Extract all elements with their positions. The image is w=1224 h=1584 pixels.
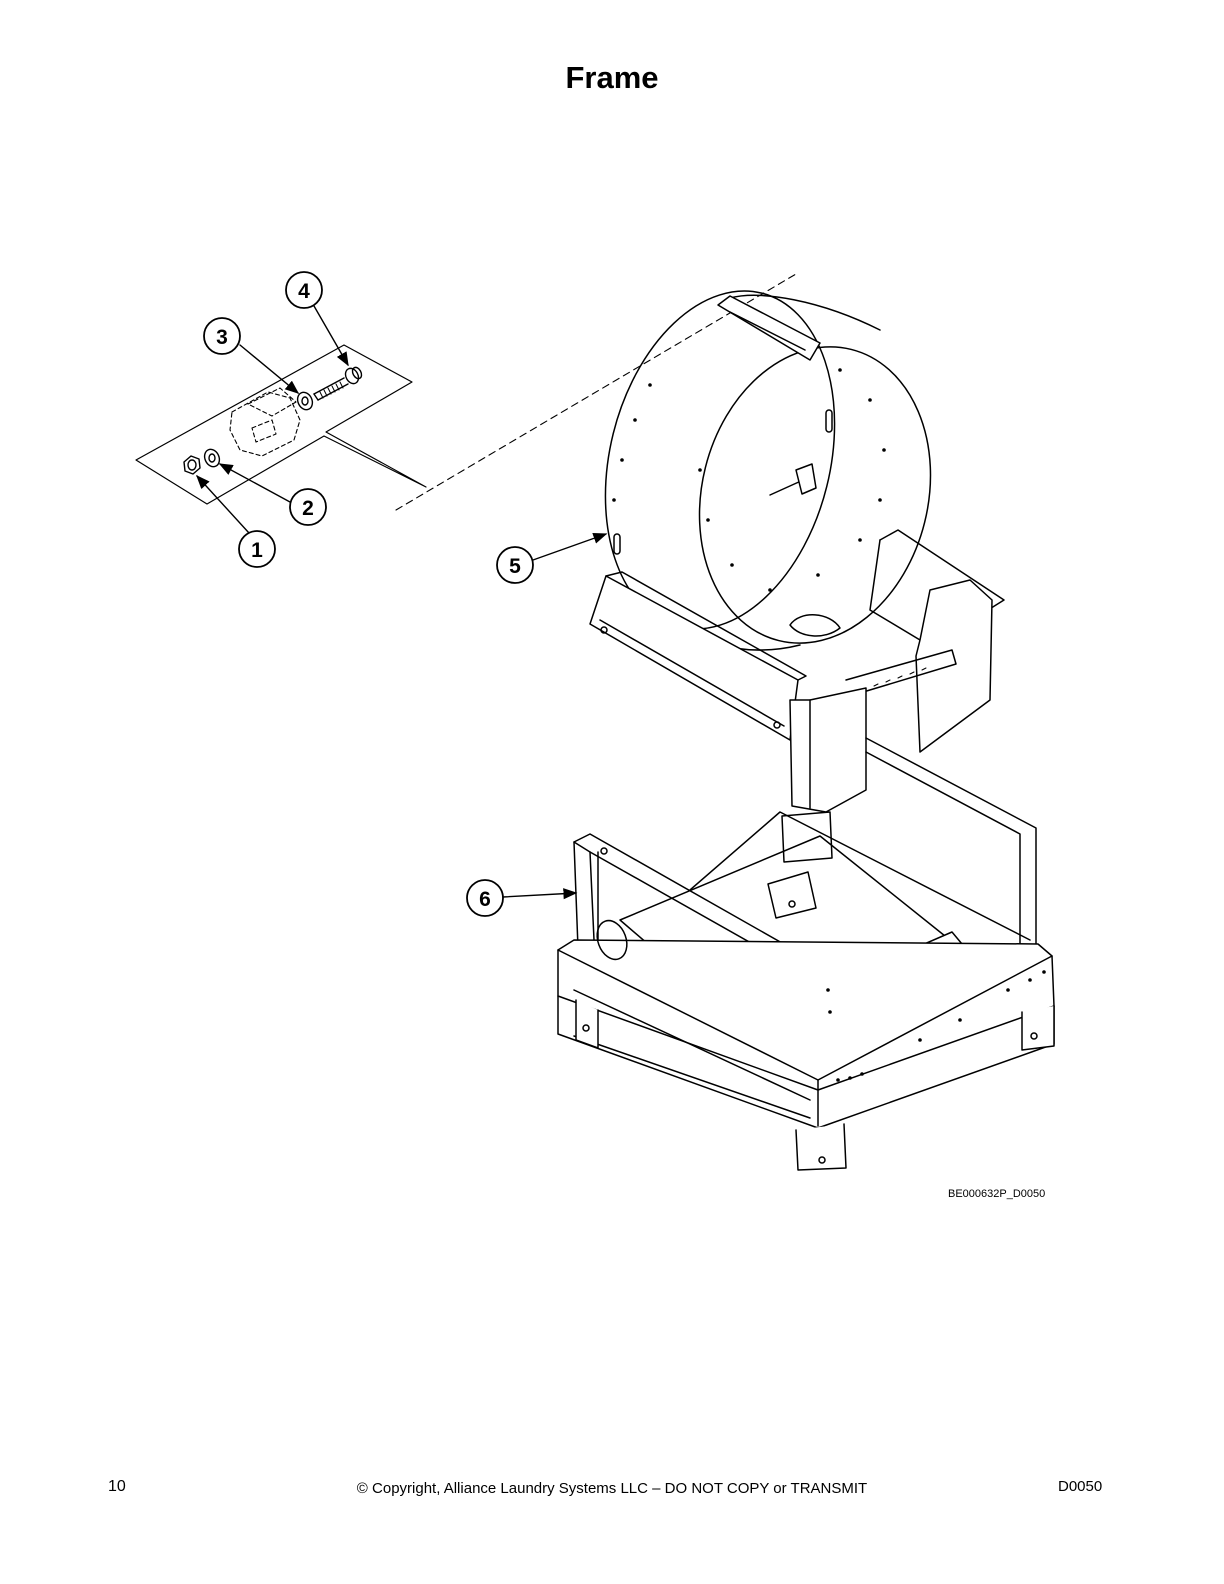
svg-text:6: 6 [479, 888, 491, 911]
callout-4: 4 [285, 271, 349, 367]
washer-part-3 [296, 391, 314, 411]
washer-part-2 [203, 448, 221, 468]
svg-text:3: 3 [216, 326, 228, 349]
copyright-notice: © Copyright, Alliance Laundry Systems LL… [356, 1480, 868, 1497]
nut-part-1 [183, 455, 201, 475]
upper-frame-assembly [589, 529, 1005, 863]
callout-5: 5 [496, 532, 608, 584]
document-code: D0050 [1058, 1478, 1103, 1495]
callout-3: 3 [203, 317, 300, 394]
drawing-id: BE000632P_D0050 [948, 1188, 1046, 1200]
svg-text:4: 4 [298, 280, 310, 303]
base-frame-part-6 [557, 737, 1055, 1171]
callout-1: 1 [196, 474, 276, 568]
callout-2: 2 [218, 463, 327, 526]
page-number: 10 [108, 1478, 126, 1495]
svg-text:5: 5 [509, 555, 521, 578]
page-title: Frame [565, 60, 659, 95]
bracket-hidden-outline [229, 387, 301, 457]
hardware-detail-inset [135, 344, 427, 505]
callout-6: 6 [466, 879, 578, 917]
bolt-part-4 [313, 366, 363, 401]
svg-text:1: 1 [251, 539, 263, 562]
svg-text:2: 2 [302, 497, 314, 520]
detail-leader-line [395, 273, 797, 511]
